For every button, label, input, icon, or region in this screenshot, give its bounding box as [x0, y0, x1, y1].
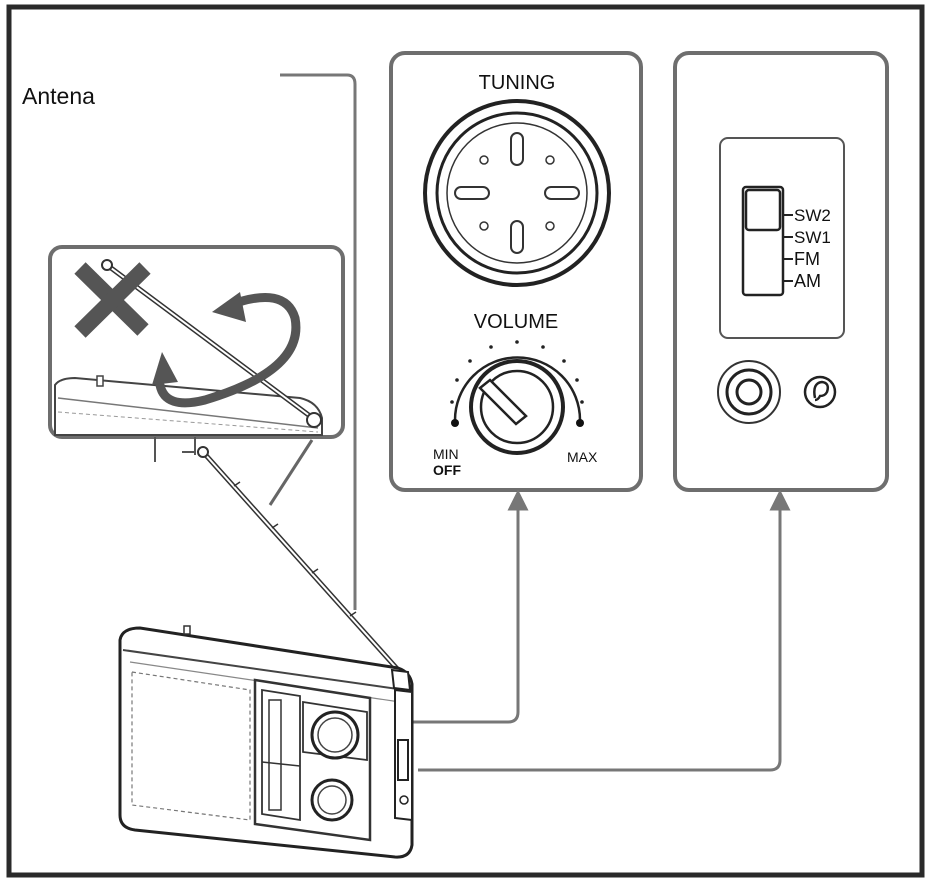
inset-connector [154, 437, 196, 462]
volume-max-label: MAX [567, 449, 598, 465]
tuning-label: TUNING [479, 72, 556, 94]
band-panel: SW2 SW1 FM AM [673, 51, 889, 492]
cross-icon [74, 262, 151, 338]
volume-knob[interactable] [450, 340, 584, 455]
band-option-sw1: SW1 [794, 228, 831, 247]
band-option-am: AM [794, 271, 821, 291]
antenna-label: Antena [22, 83, 95, 109]
antenna-leader-line [280, 73, 357, 610]
tuning-knob[interactable] [423, 99, 611, 287]
earphone-jack[interactable] [717, 360, 781, 424]
rotate-arrow-icon [152, 292, 301, 408]
volume-off-label: OFF [433, 462, 461, 478]
controls-panel: TUNING VOLUME [389, 51, 643, 492]
volume-label: VOLUME [474, 311, 558, 333]
volume-min-label: MIN [433, 446, 459, 462]
radio-illustration [118, 446, 414, 859]
ear-icon [803, 375, 837, 409]
band-option-fm: FM [794, 249, 820, 269]
controls-callout-arrow [370, 489, 529, 724]
antenna-inset [48, 245, 345, 439]
band-callout-arrow [418, 489, 791, 772]
band-switch[interactable] [741, 185, 793, 297]
band-option-sw2: SW2 [794, 206, 831, 225]
